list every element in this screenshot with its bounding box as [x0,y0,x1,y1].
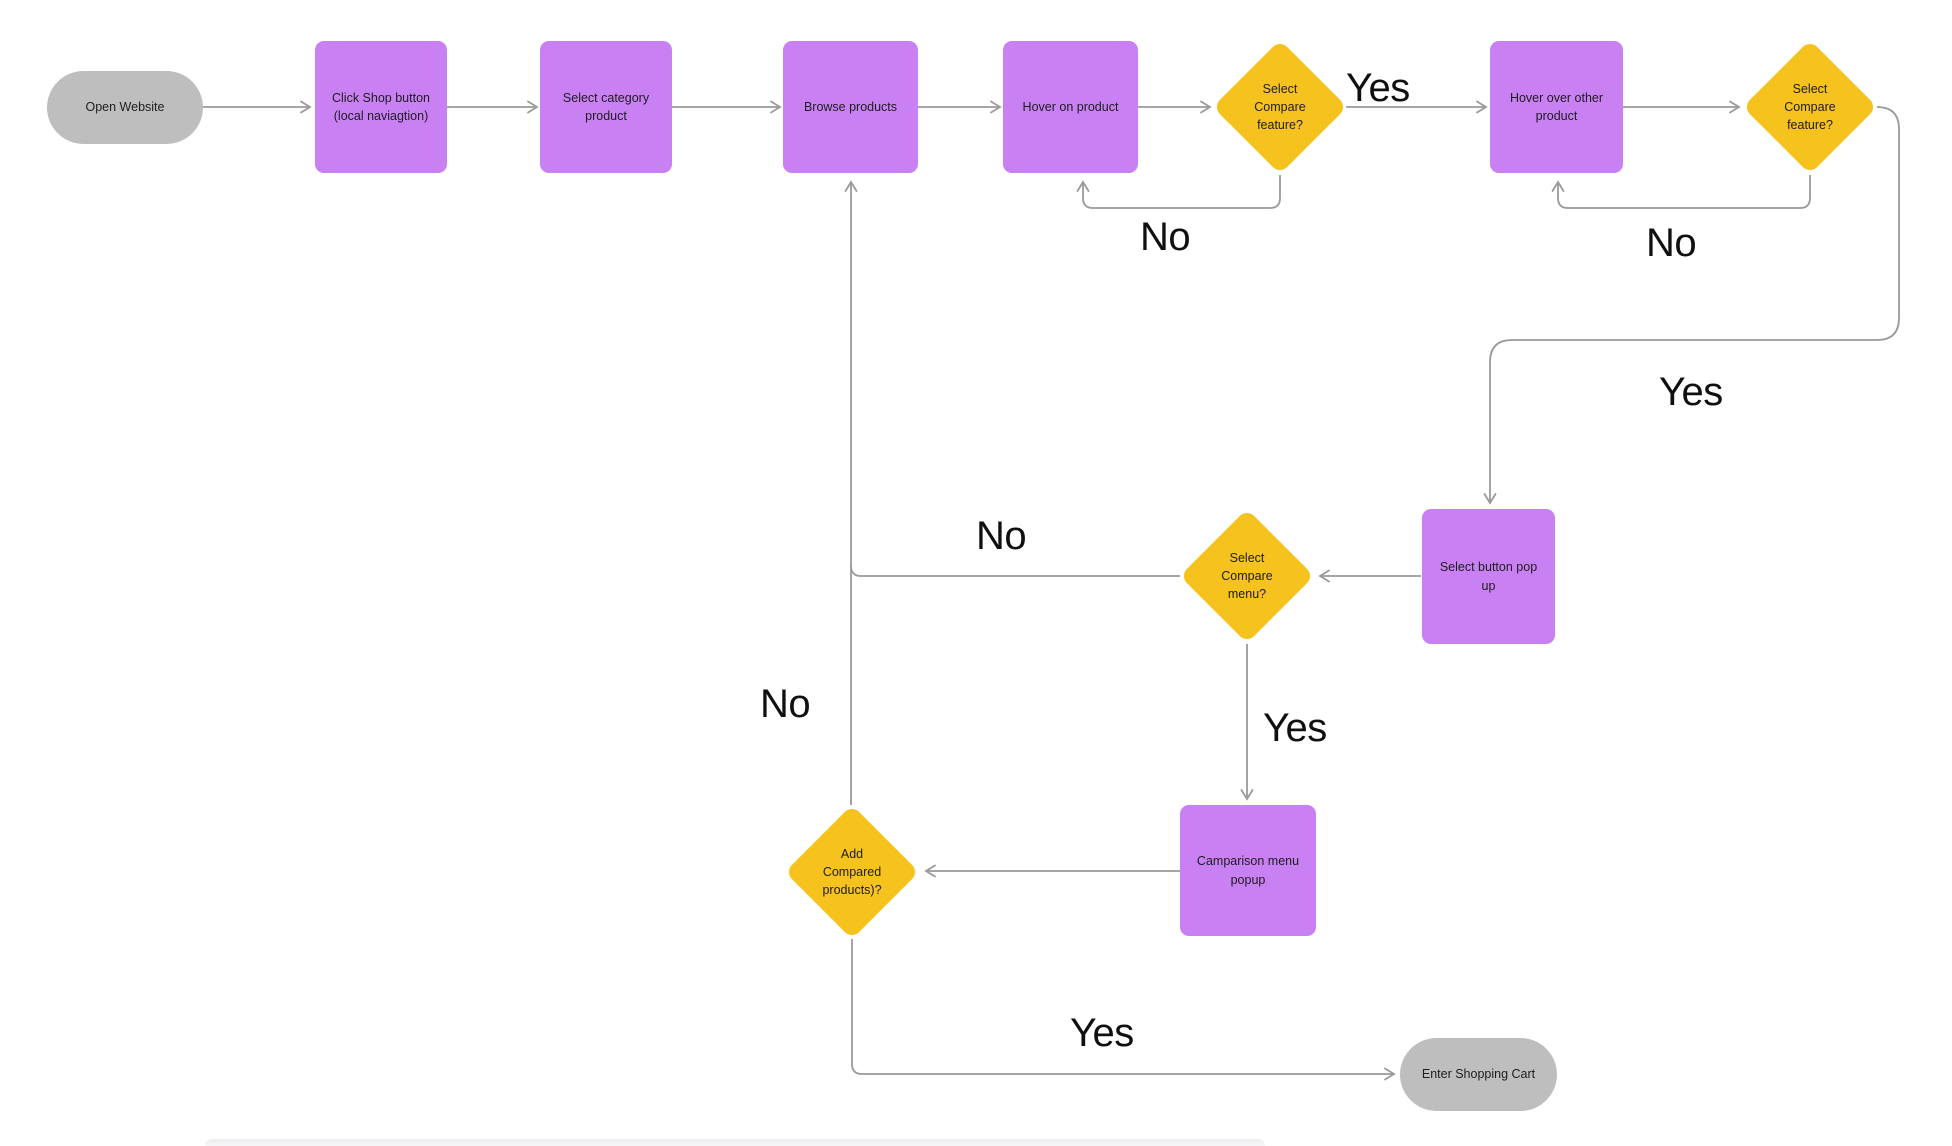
edge-label-yes-add-compared[interactable]: Yes [1070,1011,1134,1055]
edge-label-no-compare-feature-2[interactable]: No [1646,221,1697,265]
edge-label-no-compare-menu[interactable]: No [976,514,1027,558]
node-add-compared-products[interactable]: Add Compared products)? [784,804,920,940]
node-label: Select category product [562,90,650,123]
node-label: Hover on product [1022,99,1119,114]
node-label: Browse products [803,99,898,114]
edge-label-no-compare-feature-1[interactable]: No [1140,215,1191,259]
node-label: Enter Shopping Cart [1421,1067,1536,1082]
node-select-compare-feature-2[interactable]: Select Compare feature? [1742,39,1878,175]
node-select-compare-feature-1[interactable]: Select Compare feature? [1212,39,1348,175]
node-hover-on-product[interactable]: Hover on product [1003,41,1138,173]
edge-label-yes-compare-feature-1[interactable]: Yes [1346,66,1410,110]
edge-no-comparefeature2-loop[interactable] [1551,175,1811,209]
node-label: Select Compare feature? [1254,81,1306,133]
node-label: Open Website [85,100,165,115]
edge-no-comparemenu[interactable] [850,565,1180,577]
node-label: Hover over other product [1509,90,1604,123]
node-select-button-popup[interactable]: Select button pop up [1422,509,1555,644]
edge-label-yes-compare-feature-2[interactable]: Yes [1659,370,1723,414]
edge-label-no-add-compared[interactable]: No [760,682,811,726]
node-open-website[interactable]: Open Website [47,71,203,144]
node-select-category[interactable]: Select category product [540,41,672,173]
node-label: Camparison menu popup [1196,854,1300,887]
node-label: Select button pop up [1439,560,1538,593]
node-enter-shopping-cart[interactable]: Enter Shopping Cart [1400,1038,1557,1111]
node-hover-over-other-product[interactable]: Hover over other product [1490,41,1623,173]
node-click-shop-button[interactable]: Click Shop button (local naviagtion) [315,41,447,173]
edge-yes-addcompared[interactable] [851,939,1396,1081]
node-comparison-menu-popup[interactable]: Camparison menu popup [1180,805,1316,936]
node-label: Add Compared products)? [822,846,882,898]
node-browse-products[interactable]: Browse products [783,41,918,173]
bottom-window-edge [205,1139,1265,1146]
edge-no-comparefeature1-loop[interactable] [1076,175,1281,209]
node-label: Select Compare menu? [1221,550,1273,602]
node-select-compare-menu[interactable]: Select Compare menu? [1179,508,1315,644]
node-label: Click Shop button (local naviagtion) [332,90,430,123]
edge-label-yes-compare-menu[interactable]: Yes [1263,706,1327,750]
edge-yes-comparefeature2[interactable] [1483,106,1900,505]
node-label: Select Compare feature? [1784,81,1836,133]
